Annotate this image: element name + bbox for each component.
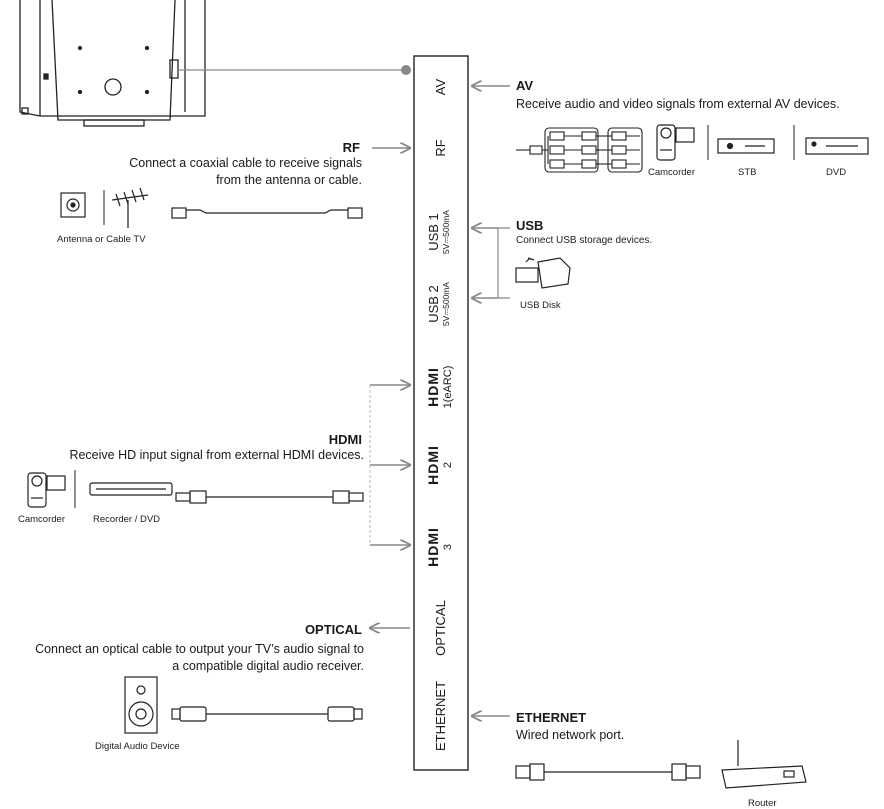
av-cable-icon — [516, 127, 643, 173]
camcorder-hdmi-caption: Camcorder — [18, 514, 65, 525]
audio-device-caption: Digital Audio Device — [95, 741, 180, 752]
port-ethernet: ETHERNET — [433, 680, 448, 752]
usb-disk-caption: USB Disk — [520, 300, 561, 311]
recorder-caption: Recorder / DVD — [93, 514, 161, 525]
router-icon — [721, 740, 807, 789]
stb-icon — [717, 138, 775, 154]
camcorder-hdmi-icon — [27, 472, 66, 508]
hdmi-desc: Receive HD input signal from external HD… — [69, 448, 364, 462]
camcorder-av-caption: Camcorder — [648, 167, 695, 178]
hdmi-cable-icon — [175, 490, 364, 504]
camcorder-icon — [656, 124, 695, 161]
recorder-dvd-icon — [89, 482, 173, 496]
usb-disk-icon — [515, 257, 571, 289]
optical-desc-line2: a compatible digital audio receiver. — [172, 659, 364, 673]
optical-desc-line1: Connect an optical cable to output your … — [35, 642, 364, 656]
digital-audio-device-icon — [124, 676, 158, 734]
optical-cable-icon — [171, 706, 363, 722]
port-av: AV — [433, 78, 448, 96]
av-title: AV — [516, 78, 534, 93]
port-panel — [413, 55, 469, 771]
dvd-caption: DVD — [826, 167, 847, 178]
rf-desc-line1: Connect a coaxial cable to receive signa… — [129, 156, 362, 170]
usb-bracket — [497, 227, 510, 299]
port-optical: OPTICAL — [433, 600, 448, 656]
av-connection-dot — [401, 65, 411, 75]
coax-outlet-icon — [60, 192, 86, 218]
av-desc: Receive audio and video signals from ext… — [516, 97, 840, 111]
usb-desc: Connect USB storage devices. — [516, 235, 653, 246]
hdmi-title: HDMI — [328, 432, 362, 447]
rf-desc-line2: from the antenna or cable. — [216, 173, 362, 187]
usb-title: USB — [516, 218, 544, 233]
antenna-caption: Antenna or Cable TV — [57, 234, 146, 245]
tv-back-illustration — [19, 0, 206, 127]
port-rf: RF — [433, 139, 448, 157]
rf-title: RF — [342, 140, 360, 155]
ethernet-desc: Wired network port. — [516, 728, 625, 742]
ethernet-cable-icon — [515, 763, 701, 781]
coax-cable-icon — [171, 207, 363, 219]
ethernet-title: ETHERNET — [516, 710, 587, 725]
dvd-icon — [805, 137, 869, 155]
antenna-icon — [111, 187, 149, 228]
optical-title: OPTICAL — [304, 622, 362, 637]
stb-caption: STB — [738, 167, 757, 178]
router-caption: Router — [748, 798, 777, 809]
